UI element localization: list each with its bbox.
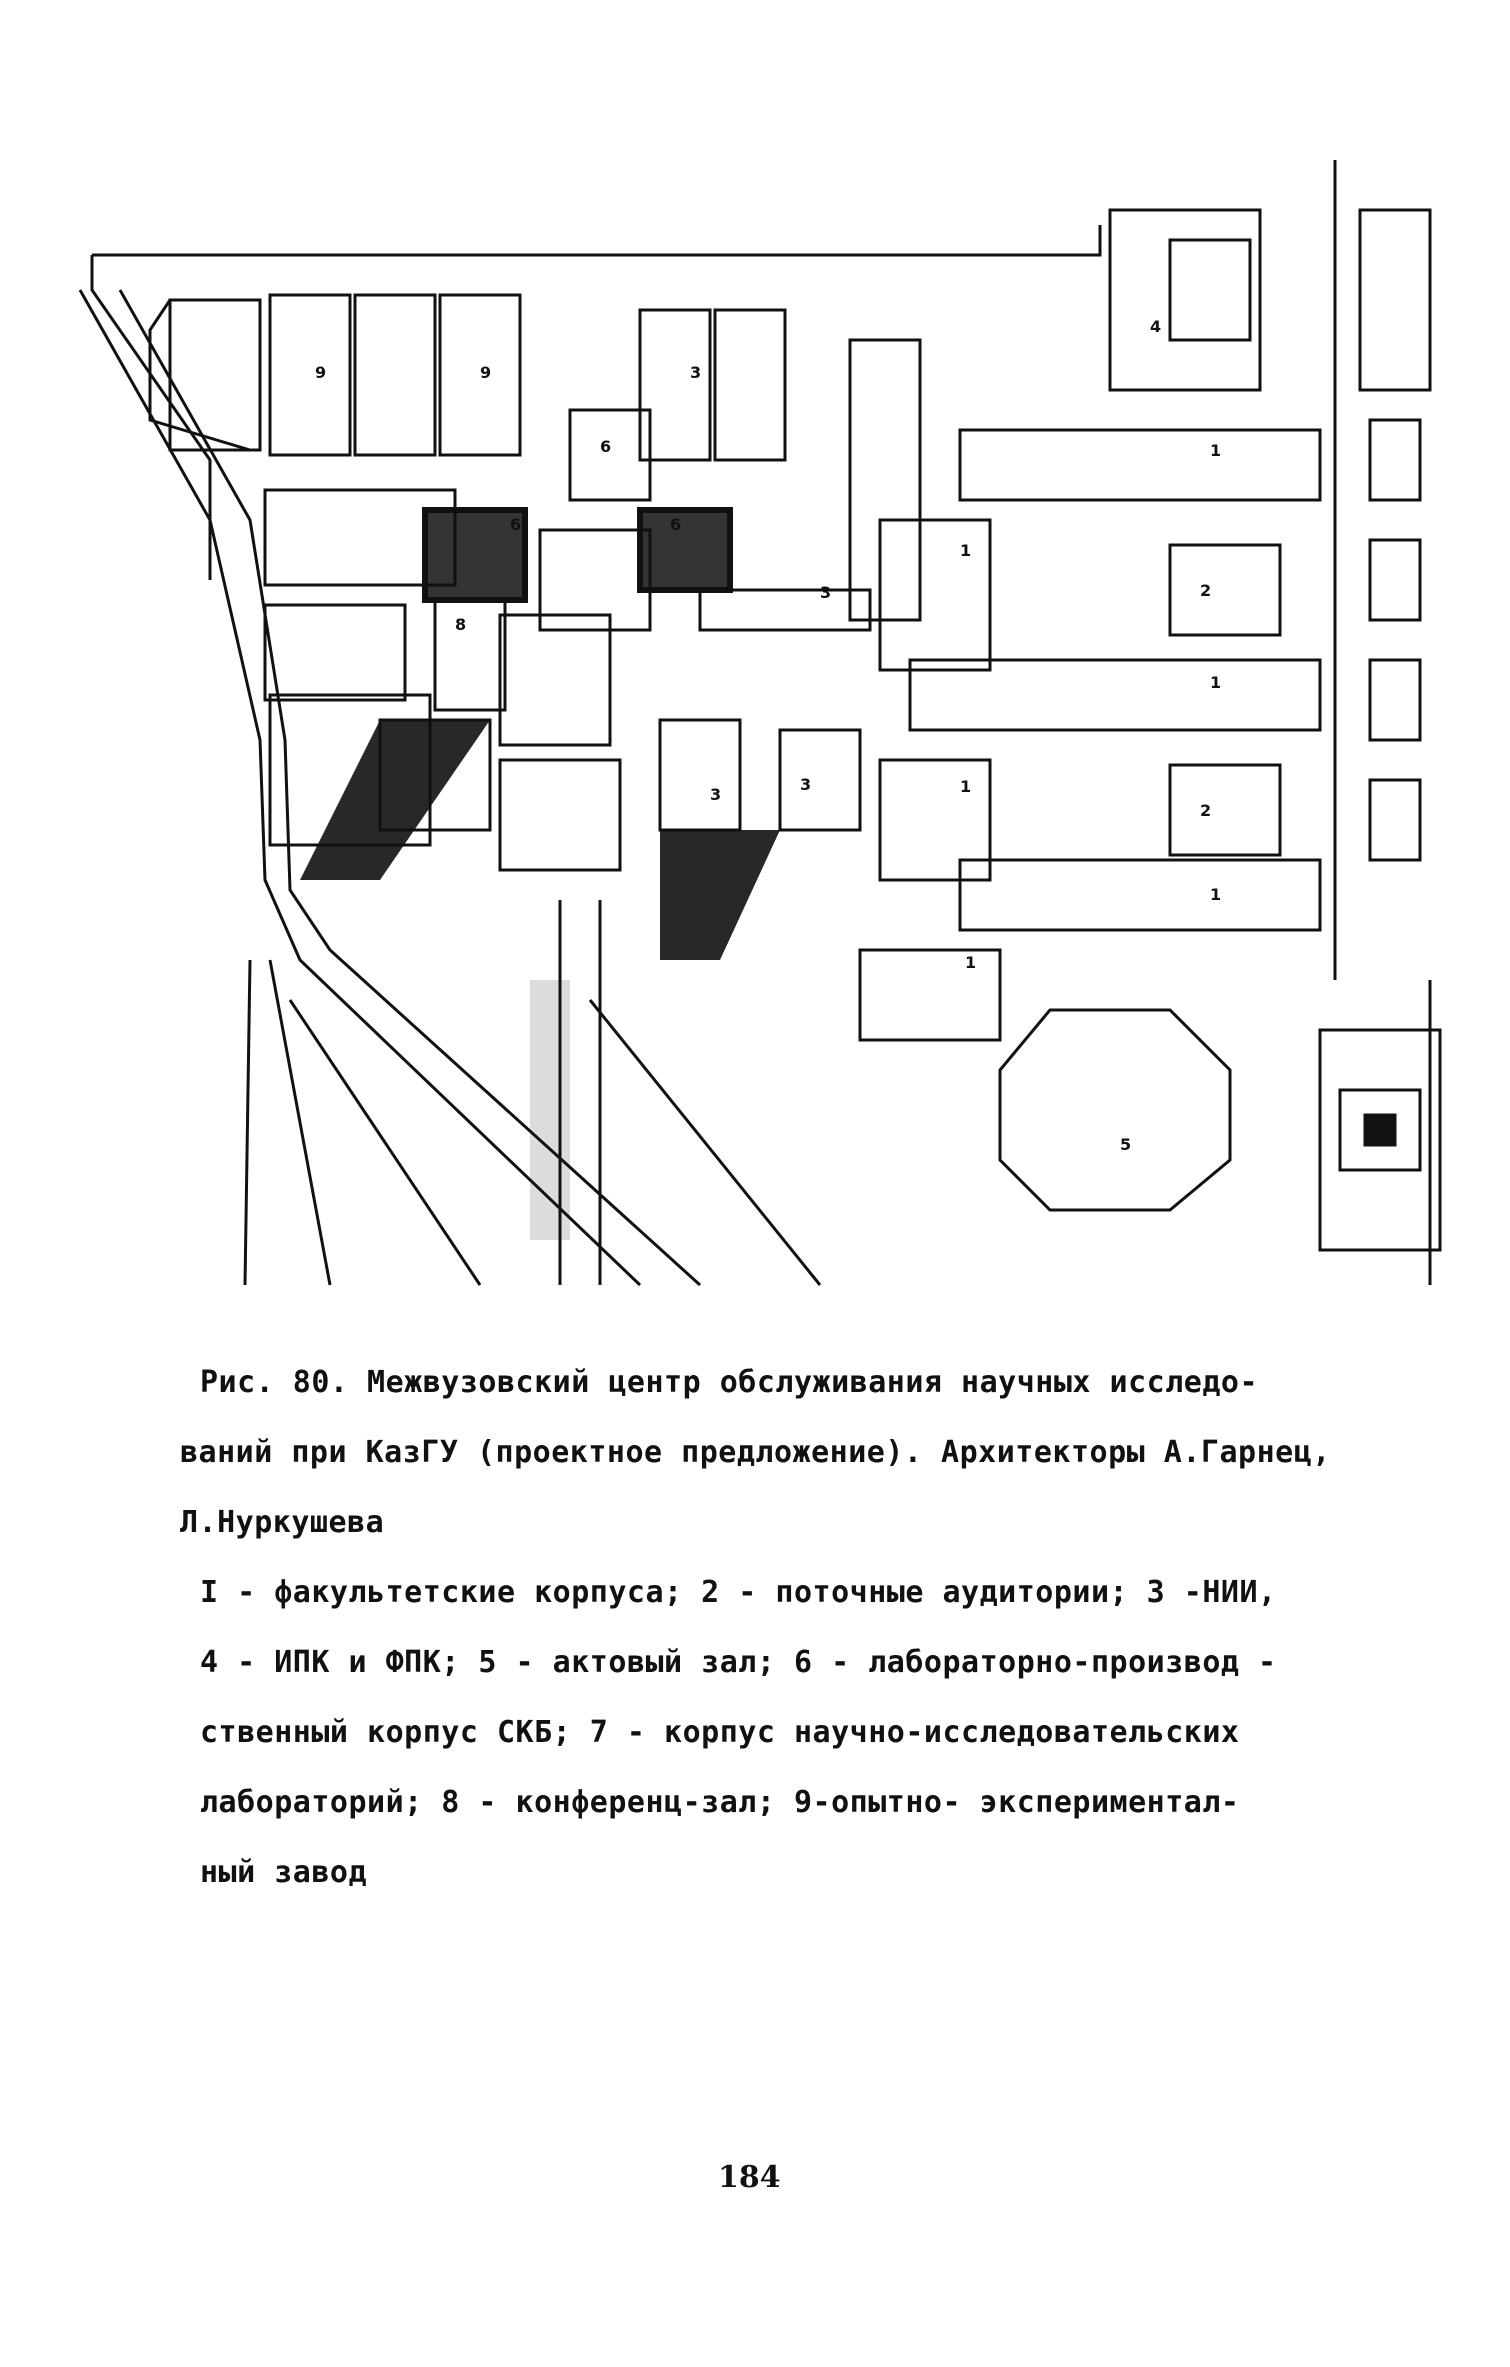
label-b3d: 3 (800, 775, 811, 794)
faculty-buildings (848, 338, 1322, 1042)
label-b1c: 1 (1210, 673, 1221, 692)
label-b1f: 1 (965, 953, 976, 972)
road-edge-top (92, 225, 1102, 257)
label-b3c: 3 (710, 785, 721, 804)
label-b2b: 2 (1200, 801, 1211, 820)
caption-line-4: I - факультетские корпуса; 2 - поточные … (200, 1575, 1277, 1610)
label-b5: 5 (1120, 1135, 1131, 1154)
road-curve-inner (118, 289, 702, 1287)
road-diagonal-2 (588, 999, 822, 1286)
label-b8: 8 (455, 615, 466, 634)
page-number: 184 (718, 2160, 781, 2195)
block-5 (998, 1008, 1232, 1212)
caption-line-5: 4 - ИПК и ФПК; 5 - актовый зал; 6 - лабо… (200, 1645, 1277, 1680)
label-b1b: 1 (960, 541, 971, 560)
label-b3a: 3 (690, 363, 701, 382)
label-b1d: 1 (960, 777, 971, 796)
label-b6a: 6 (600, 437, 611, 456)
road-center (558, 900, 602, 1285)
label-b1e: 1 (1210, 885, 1221, 904)
block-9 (148, 293, 522, 457)
label-b1a: 1 (1210, 441, 1221, 460)
label-b4: 4 (1150, 317, 1161, 336)
label-b3b: 3 (820, 583, 831, 602)
caption-line-1: Рис. 80. Межвузовский центр обслуживания… (200, 1365, 1259, 1400)
road-left-lower (243, 959, 332, 1286)
caption-line-2: ваний при КазГУ (проектное предложение).… (180, 1435, 1331, 1470)
label-b6b: 6 (510, 515, 521, 534)
caption-line-7: лабораторий; 8 - конференц-зал; 9-опытно… (200, 1785, 1240, 1820)
label-b2a: 2 (1200, 581, 1211, 600)
caption-line-8: ный завод (200, 1855, 368, 1890)
caption-line-3: Л.Нуркушева (180, 1505, 385, 1540)
road-curve-outer (78, 289, 642, 1287)
label-b9b: 9 (480, 363, 491, 382)
site-plan-figure: 9 9 3 4 6 6 6 8 3 3 3 1 1 1 1 1 1 5 2 2 (78, 160, 1442, 1287)
road-diagonal-1 (288, 999, 482, 1286)
caption-line-6: ственный корпус СКБ; 7 - корпус научно-и… (200, 1715, 1240, 1750)
label-b9a: 9 (315, 363, 326, 382)
label-b6c: 6 (670, 515, 681, 534)
